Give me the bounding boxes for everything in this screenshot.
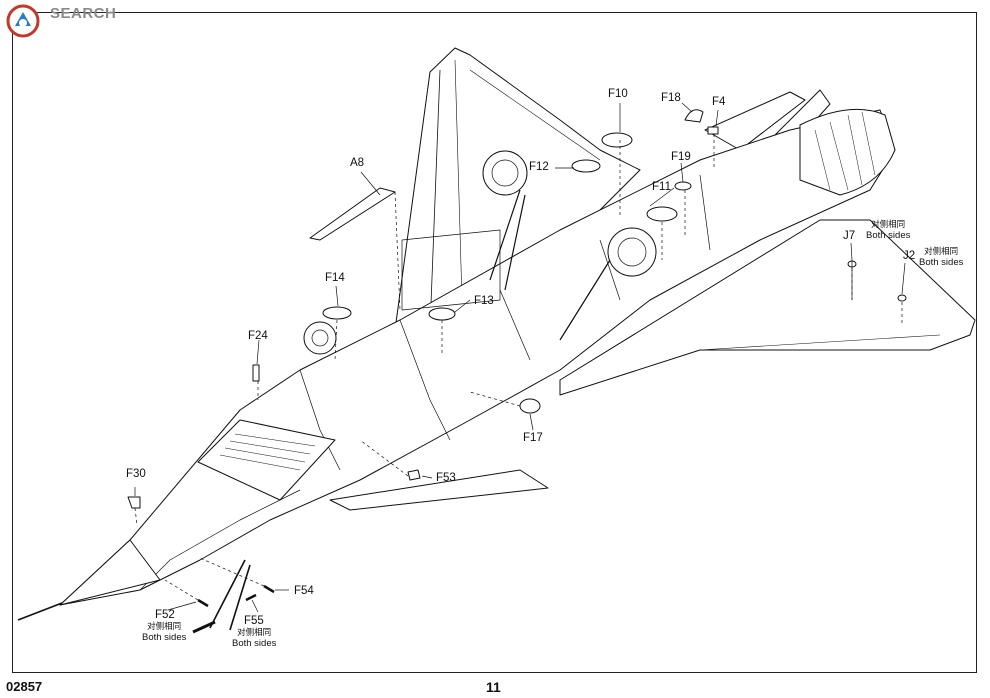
- part-F19-shape: [674, 181, 692, 191]
- label-F30: F30: [126, 468, 146, 480]
- canard: [329, 469, 549, 511]
- pitot-tube: [17, 602, 63, 621]
- vertical-tail: [704, 91, 806, 151]
- part-F55-shape: [245, 593, 257, 602]
- label-A8: A8: [350, 157, 365, 169]
- label-F12: F12: [529, 161, 549, 173]
- part-F13-shape: [428, 307, 456, 321]
- page-number: 11: [486, 679, 501, 695]
- label-F55: F55: [244, 615, 264, 627]
- main-wheel-right: [607, 227, 657, 277]
- part-A8-shape: [309, 187, 396, 241]
- label-F19: F19: [671, 151, 691, 163]
- part-F4-shape: [707, 126, 719, 135]
- engine-nozzle: [799, 108, 896, 196]
- part-F53-shape: [407, 469, 421, 481]
- label-J7: J7: [843, 230, 856, 242]
- nose-wheel: [303, 321, 337, 355]
- part-F24-shape: [252, 364, 260, 382]
- label-F18: F18: [661, 92, 681, 104]
- part-F52-shape: [197, 598, 209, 608]
- part-F10-shape: [601, 132, 633, 148]
- watermark: SEARCH: [4, 2, 184, 42]
- label-F53: F53: [436, 472, 456, 484]
- label-F52: F52: [155, 609, 175, 621]
- label-F54: F54: [294, 585, 314, 597]
- part-F17-shape: [519, 398, 541, 414]
- watermark-logo-icon: [6, 4, 40, 38]
- label-F17: F17: [523, 432, 543, 444]
- product-code: 02857: [6, 679, 43, 694]
- label-F4: F4: [712, 96, 726, 108]
- part-J2-shape: [897, 294, 907, 302]
- part-F12-shape: [571, 159, 601, 173]
- part-F18-shape: [684, 109, 704, 123]
- nose-cone: [59, 539, 161, 606]
- right-wing: [559, 219, 976, 396]
- label-F11: F11: [652, 181, 671, 193]
- watermark-text: SEARCH: [50, 5, 117, 22]
- main-wheel-left: [482, 150, 528, 196]
- part-F14-shape: [322, 306, 352, 320]
- label-F24: F24: [248, 330, 268, 342]
- part-F54-shape: [263, 584, 275, 594]
- part-F30-shape: [127, 496, 141, 509]
- page-frame: [12, 12, 977, 673]
- label-F14: F14: [325, 272, 345, 284]
- label-J2: J2: [903, 250, 916, 262]
- air-intake: [197, 419, 336, 501]
- part-F11-shape: [646, 206, 678, 222]
- label-F10: F10: [608, 88, 628, 100]
- label-F13: F13: [474, 295, 494, 307]
